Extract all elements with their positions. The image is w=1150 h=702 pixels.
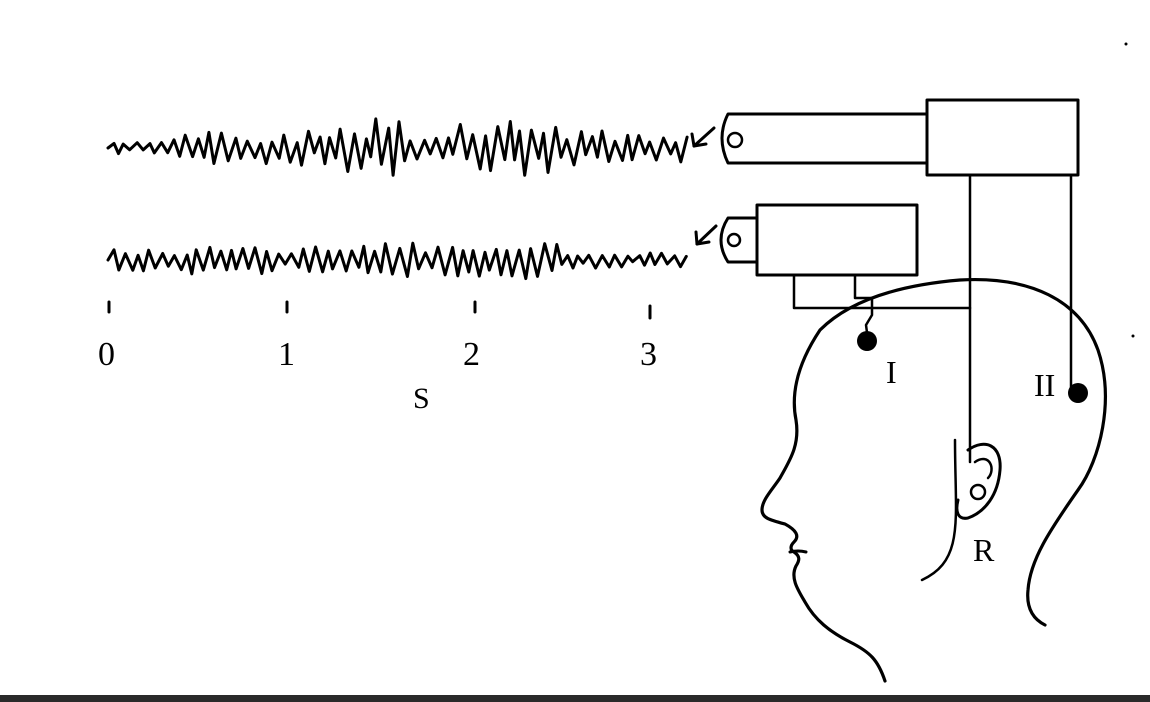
- electrode-two-label: II: [1034, 367, 1055, 403]
- electrode-one-label: I: [886, 354, 897, 390]
- tick-label-3: 3: [640, 336, 657, 373]
- speck: [1131, 334, 1135, 338]
- arrow-upper-icon: [690, 126, 716, 148]
- head-outline: [760, 277, 1107, 683]
- tick-label-1: 1: [278, 336, 295, 373]
- speck: [1124, 42, 1128, 46]
- wires: [792, 173, 1073, 464]
- bottom-border: [0, 695, 1150, 702]
- reference-label: R: [973, 532, 995, 568]
- eeg-trace-upper: [106, 117, 689, 177]
- electrode-one-dot: [857, 331, 877, 351]
- pen-lower: [719, 216, 759, 264]
- ear: [955, 442, 1002, 520]
- electrode-two-dot: [1068, 383, 1088, 403]
- tick-label-0: 0: [98, 336, 115, 373]
- tick-label-2: 2: [463, 336, 480, 373]
- eeg-trace-lower: [106, 241, 688, 281]
- amplifier-upper: [925, 98, 1080, 177]
- time-axis: [107, 300, 652, 320]
- pen-upper: [720, 112, 929, 165]
- amplifier-lower: [755, 203, 919, 277]
- axis-unit-label: S: [413, 382, 430, 415]
- arrow-lower-icon: [694, 224, 718, 246]
